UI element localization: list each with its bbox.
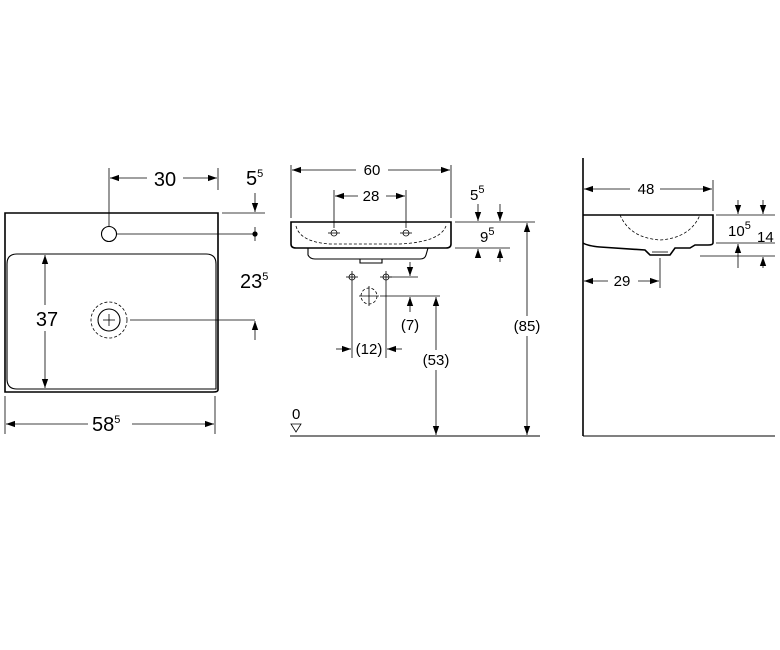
svg-text:55: 55 [470, 184, 484, 204]
dim-inner-depth-label: 37 [36, 309, 58, 331]
svg-text:95: 95 [480, 226, 494, 246]
drain-outer-icon [90, 301, 128, 339]
dim-waste-depth-label: 29 [614, 273, 631, 290]
front-view: 60 28 55 95 [290, 160, 546, 437]
dim-total-depth-label: 48 [638, 181, 655, 198]
dim-rim-install-height-label: (85) [514, 318, 541, 335]
dim-fixing-spacing-label: 28 [363, 188, 380, 205]
svg-text:235: 235 [240, 271, 268, 293]
dim-bowl-height-sup: 5 [745, 220, 751, 232]
dim-rim-height-sup: 5 [488, 226, 494, 238]
dim-rim-to-fixing-label: 5 [470, 187, 478, 204]
basin-underside-front [307, 247, 429, 260]
svg-text:585: 585 [92, 414, 120, 436]
dim-rim-height-label: 9 [480, 229, 488, 246]
tap-hole-icon [100, 225, 118, 243]
side-view: 48 29 105 14 [582, 158, 775, 437]
waste-connection-icon [346, 271, 392, 306]
dim-waste-spacing-label: (12) [356, 341, 383, 358]
dim-rim-to-fixing-sup: 5 [478, 184, 484, 196]
dim-total-width-sup: 5 [114, 414, 120, 426]
floor-level-label: 0 [292, 406, 300, 423]
drain-inner-icon [97, 308, 121, 332]
basin-outline-side [582, 214, 714, 256]
top-view: 30 55 235 37 585 [4, 166, 268, 436]
dim-front-width-label: 60 [364, 162, 381, 179]
bowl-outline-top [6, 253, 217, 390]
floor-level-icon [290, 423, 302, 433]
dim-total-width-label: 58 [92, 414, 114, 436]
dim-waste-height-label: (53) [423, 352, 450, 369]
svg-text:55: 55 [246, 168, 263, 190]
dim-waste-drop-label: (7) [401, 317, 419, 334]
dim-tap-to-edge-label: 30 [154, 169, 176, 191]
basin-outline-top [4, 212, 219, 393]
dim-back-margin-label: 5 [246, 168, 257, 190]
basin-outline-front [290, 221, 452, 249]
dim-total-height-label: 14 [757, 229, 774, 246]
dim-drain-offset-sup: 5 [262, 271, 268, 283]
dim-back-margin-sup: 5 [257, 168, 263, 180]
svg-text:105: 105 [728, 220, 751, 240]
dim-drain-offset-label: 23 [240, 271, 262, 293]
dim-bowl-height-label: 10 [728, 223, 745, 240]
